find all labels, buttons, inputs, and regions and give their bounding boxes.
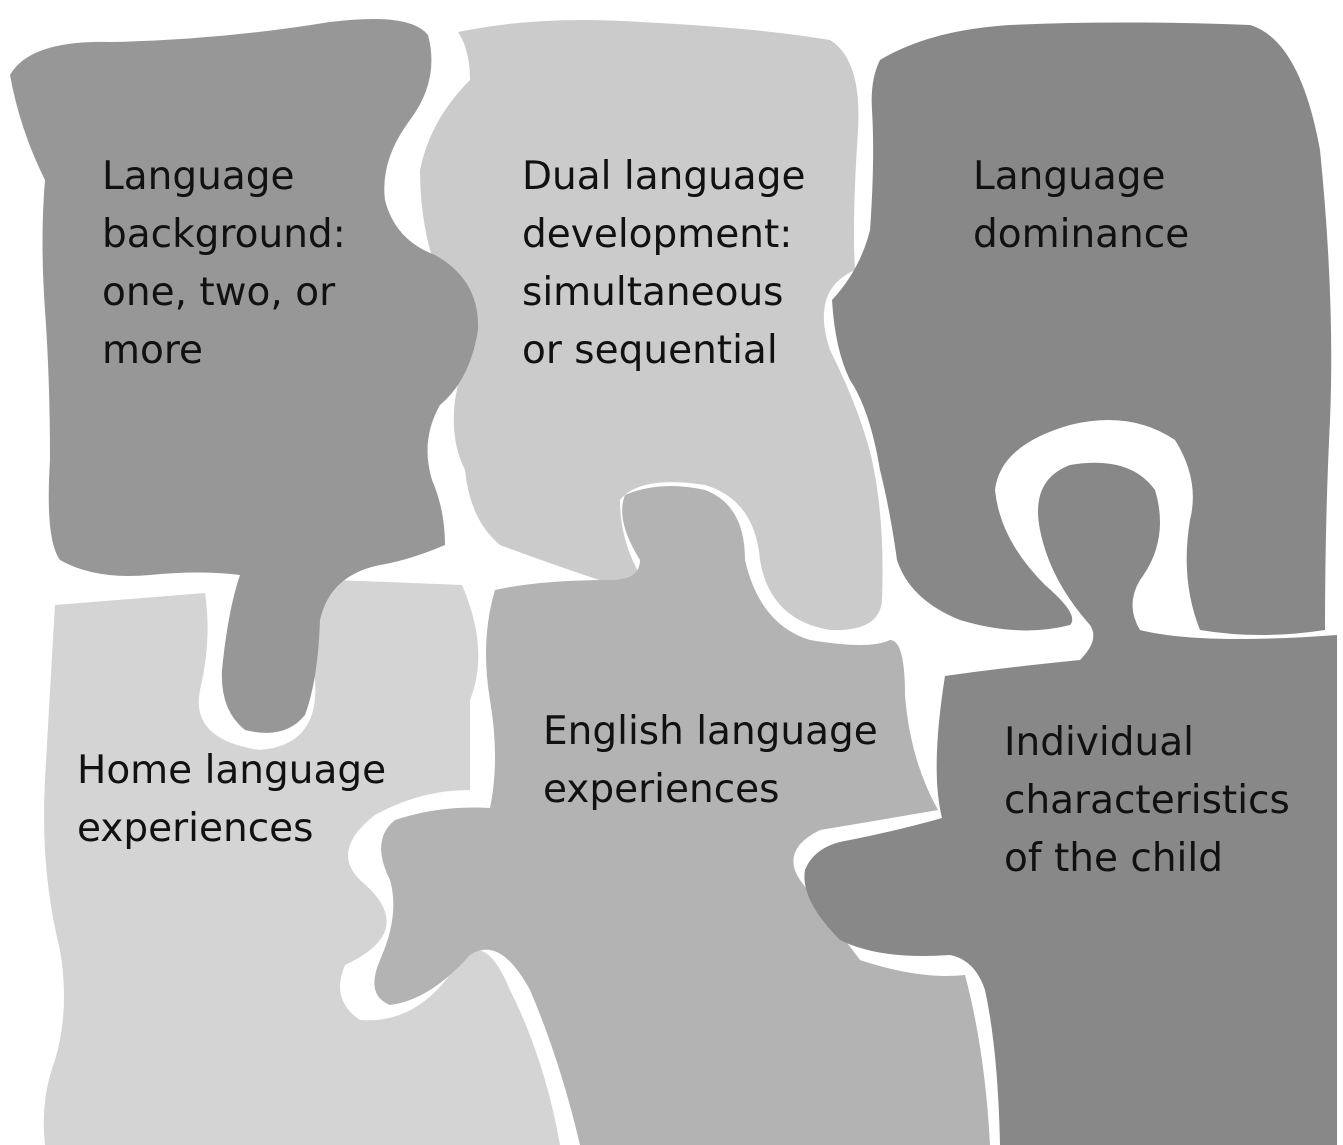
puzzle-piece-home-language (43, 580, 560, 1145)
label-home-language-experiences: Home language experiences (77, 742, 386, 858)
label-language-dominance: Language dominance (973, 148, 1189, 264)
label-line: background: (102, 212, 346, 257)
label-language-background: Language background: one, two, or more (102, 148, 346, 380)
label-line: or sequential (522, 328, 778, 373)
puzzle-piece-language-background (10, 18, 479, 733)
label-line: Individual (1004, 720, 1194, 765)
label-line: Dual language (522, 154, 806, 199)
label-english-language-experiences: English language experiences (543, 703, 878, 819)
puzzle-piece-individual-characteristics (804, 462, 1337, 1145)
label-line: characteristics (1004, 778, 1290, 823)
puzzle-piece-language-dominance (832, 22, 1332, 635)
label-individual-characteristics: Individual characteristics of the child (1004, 714, 1290, 888)
puzzle-piece-dual-language (420, 19, 883, 631)
label-line: one, two, or (102, 270, 336, 315)
label-line: dominance (973, 212, 1190, 257)
label-line: Home language (77, 748, 387, 793)
label-line: simultaneous (522, 270, 784, 315)
label-line: Language (102, 154, 295, 199)
label-line: of the child (1004, 836, 1223, 881)
label-line: development: (522, 212, 793, 257)
label-line: experiences (543, 767, 780, 812)
label-dual-language-development: Dual language development: simultaneous … (522, 148, 805, 380)
label-line: Language (973, 154, 1166, 199)
label-line: experiences (77, 806, 314, 851)
puzzle-piece-english-language (374, 486, 990, 1145)
label-line: English language (543, 709, 878, 754)
label-line: more (102, 328, 204, 373)
